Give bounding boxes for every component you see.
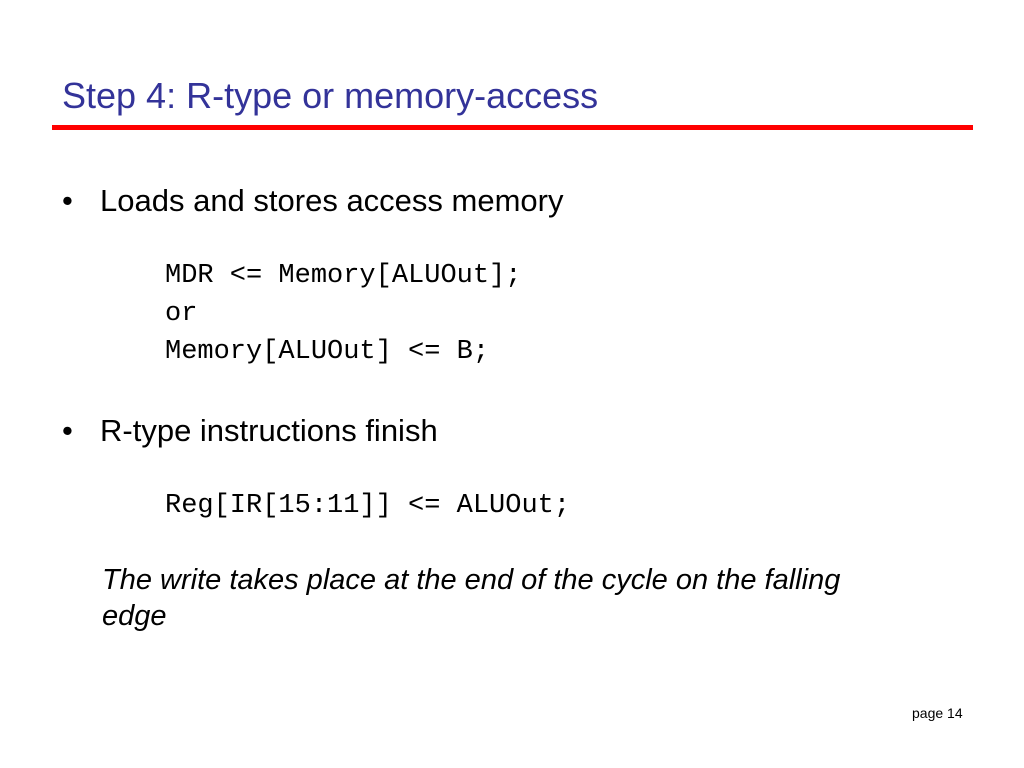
- code-block-register-write: Reg[IR[15:11]] <= ALUOut;: [165, 487, 570, 525]
- page-number: page 14: [912, 705, 963, 721]
- bullet-marker: •: [62, 183, 73, 218]
- title-underline: [52, 125, 973, 130]
- bullet-text: R-type instructions finish: [100, 413, 438, 448]
- bullet-item-loads-stores: • Loads and stores access memory: [62, 182, 564, 220]
- bullet-item-r-type: • R-type instructions finish: [62, 412, 438, 450]
- slide-title: Step 4: R-type or memory-access: [62, 75, 599, 116]
- code-line: Memory[ALUOut] <= B;: [165, 337, 490, 367]
- code-line: Reg[IR[15:11]] <= ALUOut;: [165, 491, 571, 521]
- italic-note: The write takes place at the end of the …: [102, 564, 841, 632]
- code-line: or: [165, 299, 198, 329]
- code-line: MDR <= Memory[ALUOut];: [165, 261, 522, 291]
- bullet-marker: •: [62, 413, 73, 448]
- bullet-text: Loads and stores access memory: [100, 183, 564, 218]
